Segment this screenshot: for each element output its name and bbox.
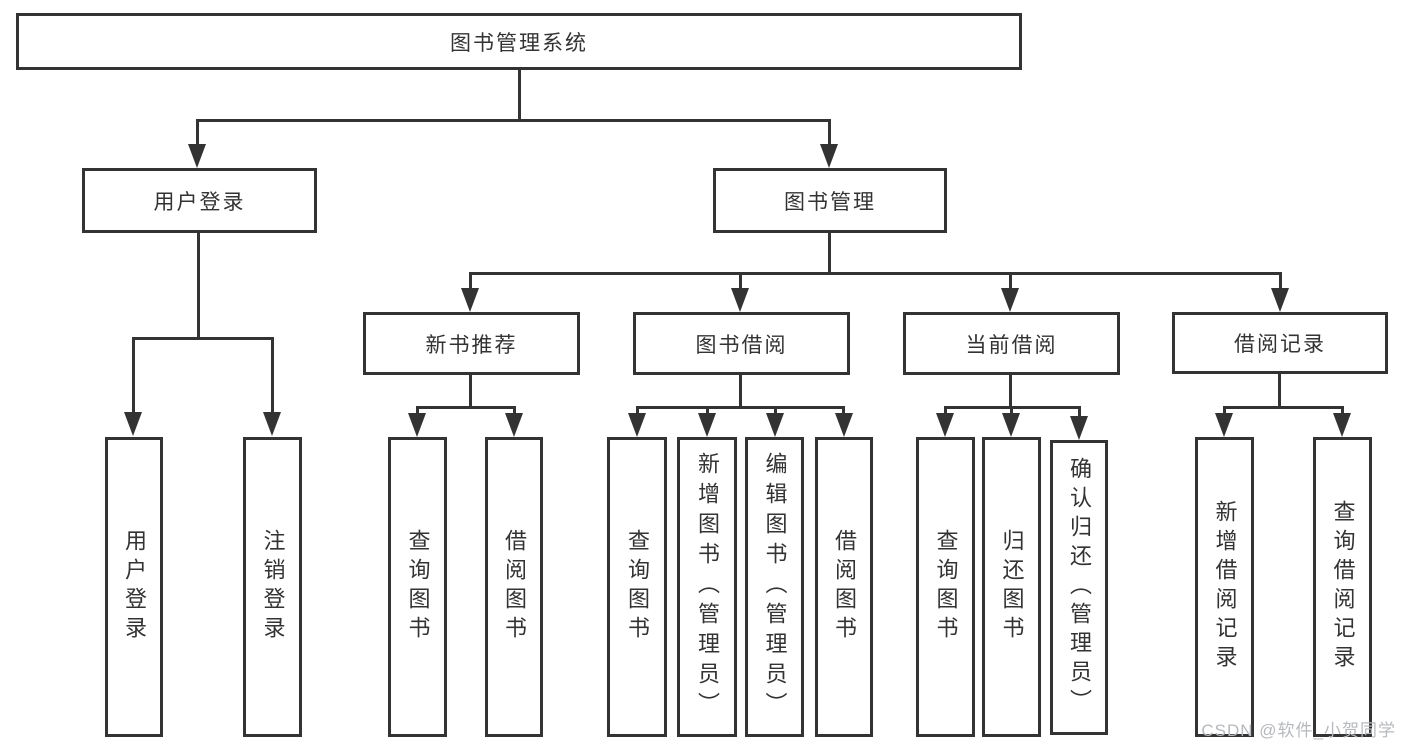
connector-l1-drop-right [828, 119, 831, 147]
leaf-user-login-label: 用户登录 [122, 529, 147, 645]
arrow-down-icon [835, 413, 853, 437]
arrow-down-icon [731, 288, 749, 312]
node-new-books-label: 新书推荐 [425, 333, 518, 357]
connector-cb-drop1 [944, 406, 947, 418]
connector-nb-hline [416, 406, 516, 409]
leaf-cb-confirm-return-label: 确认归还（管理员） [1067, 457, 1092, 718]
connector-login-hline [132, 337, 274, 340]
arrow-down-icon [628, 413, 646, 437]
connector-login-drop1 [132, 337, 135, 415]
node-root-label: 图书管理系统 [450, 31, 588, 55]
connector-l1-drop-left [196, 119, 199, 147]
leaf-cb-confirm-return: 确认归还（管理员） [1050, 440, 1108, 735]
node-root: 图书管理系统 [16, 13, 1022, 70]
connector-bb-drop2 [706, 406, 709, 418]
connector-l3-hline [469, 272, 1282, 275]
node-user-login-label: 用户登录 [153, 190, 246, 214]
leaf-cb-return-books-label: 归还图书 [999, 529, 1025, 645]
connector-root-stem [518, 69, 521, 122]
connector-bb-hline [636, 406, 845, 409]
connector-login-stem [197, 232, 200, 340]
leaf-bb-borrow-books: 借阅图书 [815, 437, 873, 737]
connector-l3-drop4 [1279, 272, 1282, 292]
leaf-logout: 注销登录 [243, 437, 302, 737]
arrow-down-icon [124, 412, 142, 436]
node-book-mgmt-label: 图书管理 [784, 190, 876, 214]
leaf-bb-add-books: 新增图书（管理员） [677, 437, 737, 737]
arrow-down-icon [1002, 413, 1020, 437]
arrow-down-icon [1001, 288, 1019, 312]
leaf-br-query-record-label: 查询借阅记录 [1330, 500, 1356, 674]
arrow-down-icon [1070, 416, 1088, 440]
node-new-books: 新书推荐 [363, 312, 580, 375]
csdn-watermark: CSDN @软件_小贺同学 [1201, 721, 1396, 740]
connector-l3-drop1 [469, 272, 472, 292]
connector-cb-stem [1009, 374, 1012, 408]
node-book-borrow-label: 图书借阅 [695, 333, 788, 357]
leaf-bb-add-books-label: 新增图书（管理员） [695, 452, 720, 722]
connector-nb-drop1 [416, 406, 419, 418]
leaf-cb-query-books: 查询图书 [916, 437, 975, 737]
connector-bb-stem [739, 374, 742, 408]
leaf-bb-query-books-label: 查询图书 [625, 529, 650, 645]
leaf-logout-label: 注销登录 [260, 529, 286, 645]
leaf-cb-return-books: 归还图书 [982, 437, 1041, 737]
leaf-br-query-record: 查询借阅记录 [1313, 437, 1372, 737]
leaf-nb-query-books-label: 查询图书 [405, 529, 431, 645]
leaf-cb-query-books-label: 查询图书 [933, 529, 959, 645]
connector-bb-drop4 [842, 406, 845, 418]
node-book-mgmt: 图书管理 [713, 168, 947, 233]
leaf-bb-borrow-books-label: 借阅图书 [832, 529, 857, 645]
arrow-down-icon [698, 413, 716, 437]
leaf-nb-query-books: 查询图书 [388, 437, 447, 737]
connector-l1-hline [196, 119, 831, 122]
node-current-borrow-label: 当前借阅 [965, 333, 1058, 357]
leaf-bb-edit-books: 编辑图书（管理员） [745, 437, 804, 737]
node-current-borrow: 当前借阅 [903, 312, 1120, 375]
connector-nb-stem [469, 374, 472, 408]
connector-login-drop2 [271, 337, 274, 415]
arrow-down-icon [408, 413, 426, 437]
node-book-borrow: 图书借阅 [633, 312, 850, 375]
arrow-down-icon [1215, 413, 1233, 437]
connector-bb-drop1 [636, 406, 639, 418]
node-borrow-records: 借阅记录 [1172, 312, 1388, 374]
connector-cb-drop2 [1010, 406, 1013, 418]
leaf-br-add-record-label: 新增借阅记录 [1212, 500, 1238, 674]
connector-l3-drop3 [1009, 272, 1012, 292]
connector-cb-drop3 [1078, 406, 1081, 420]
connector-mgmt-stem [828, 232, 831, 275]
leaf-nb-borrow-books-label: 借阅图书 [502, 529, 527, 645]
connector-l3-drop2 [739, 272, 742, 292]
arrow-down-icon [1271, 288, 1289, 312]
connector-br-hline [1223, 406, 1344, 409]
connector-br-stem [1278, 374, 1281, 408]
arrow-down-icon [766, 413, 784, 437]
arrow-down-icon [505, 413, 523, 437]
arrow-down-icon [820, 144, 838, 168]
connector-br-drop2 [1341, 406, 1344, 418]
node-user-login: 用户登录 [82, 168, 317, 233]
node-borrow-records-label: 借阅记录 [1234, 333, 1326, 356]
connector-nb-drop2 [513, 406, 516, 418]
leaf-bb-edit-books-label: 编辑图书（管理员） [762, 452, 788, 722]
arrow-down-icon [1333, 413, 1351, 437]
leaf-bb-query-books: 查询图书 [607, 437, 667, 737]
arrow-down-icon [461, 288, 479, 312]
leaf-nb-borrow-books: 借阅图书 [485, 437, 543, 737]
arrow-down-icon [188, 144, 206, 168]
connector-bb-drop3 [774, 406, 777, 418]
arrow-down-icon [263, 412, 281, 436]
leaf-br-add-record: 新增借阅记录 [1195, 437, 1254, 737]
leaf-user-login: 用户登录 [105, 437, 163, 737]
arrow-down-icon [936, 413, 954, 437]
connector-br-drop1 [1223, 406, 1226, 418]
